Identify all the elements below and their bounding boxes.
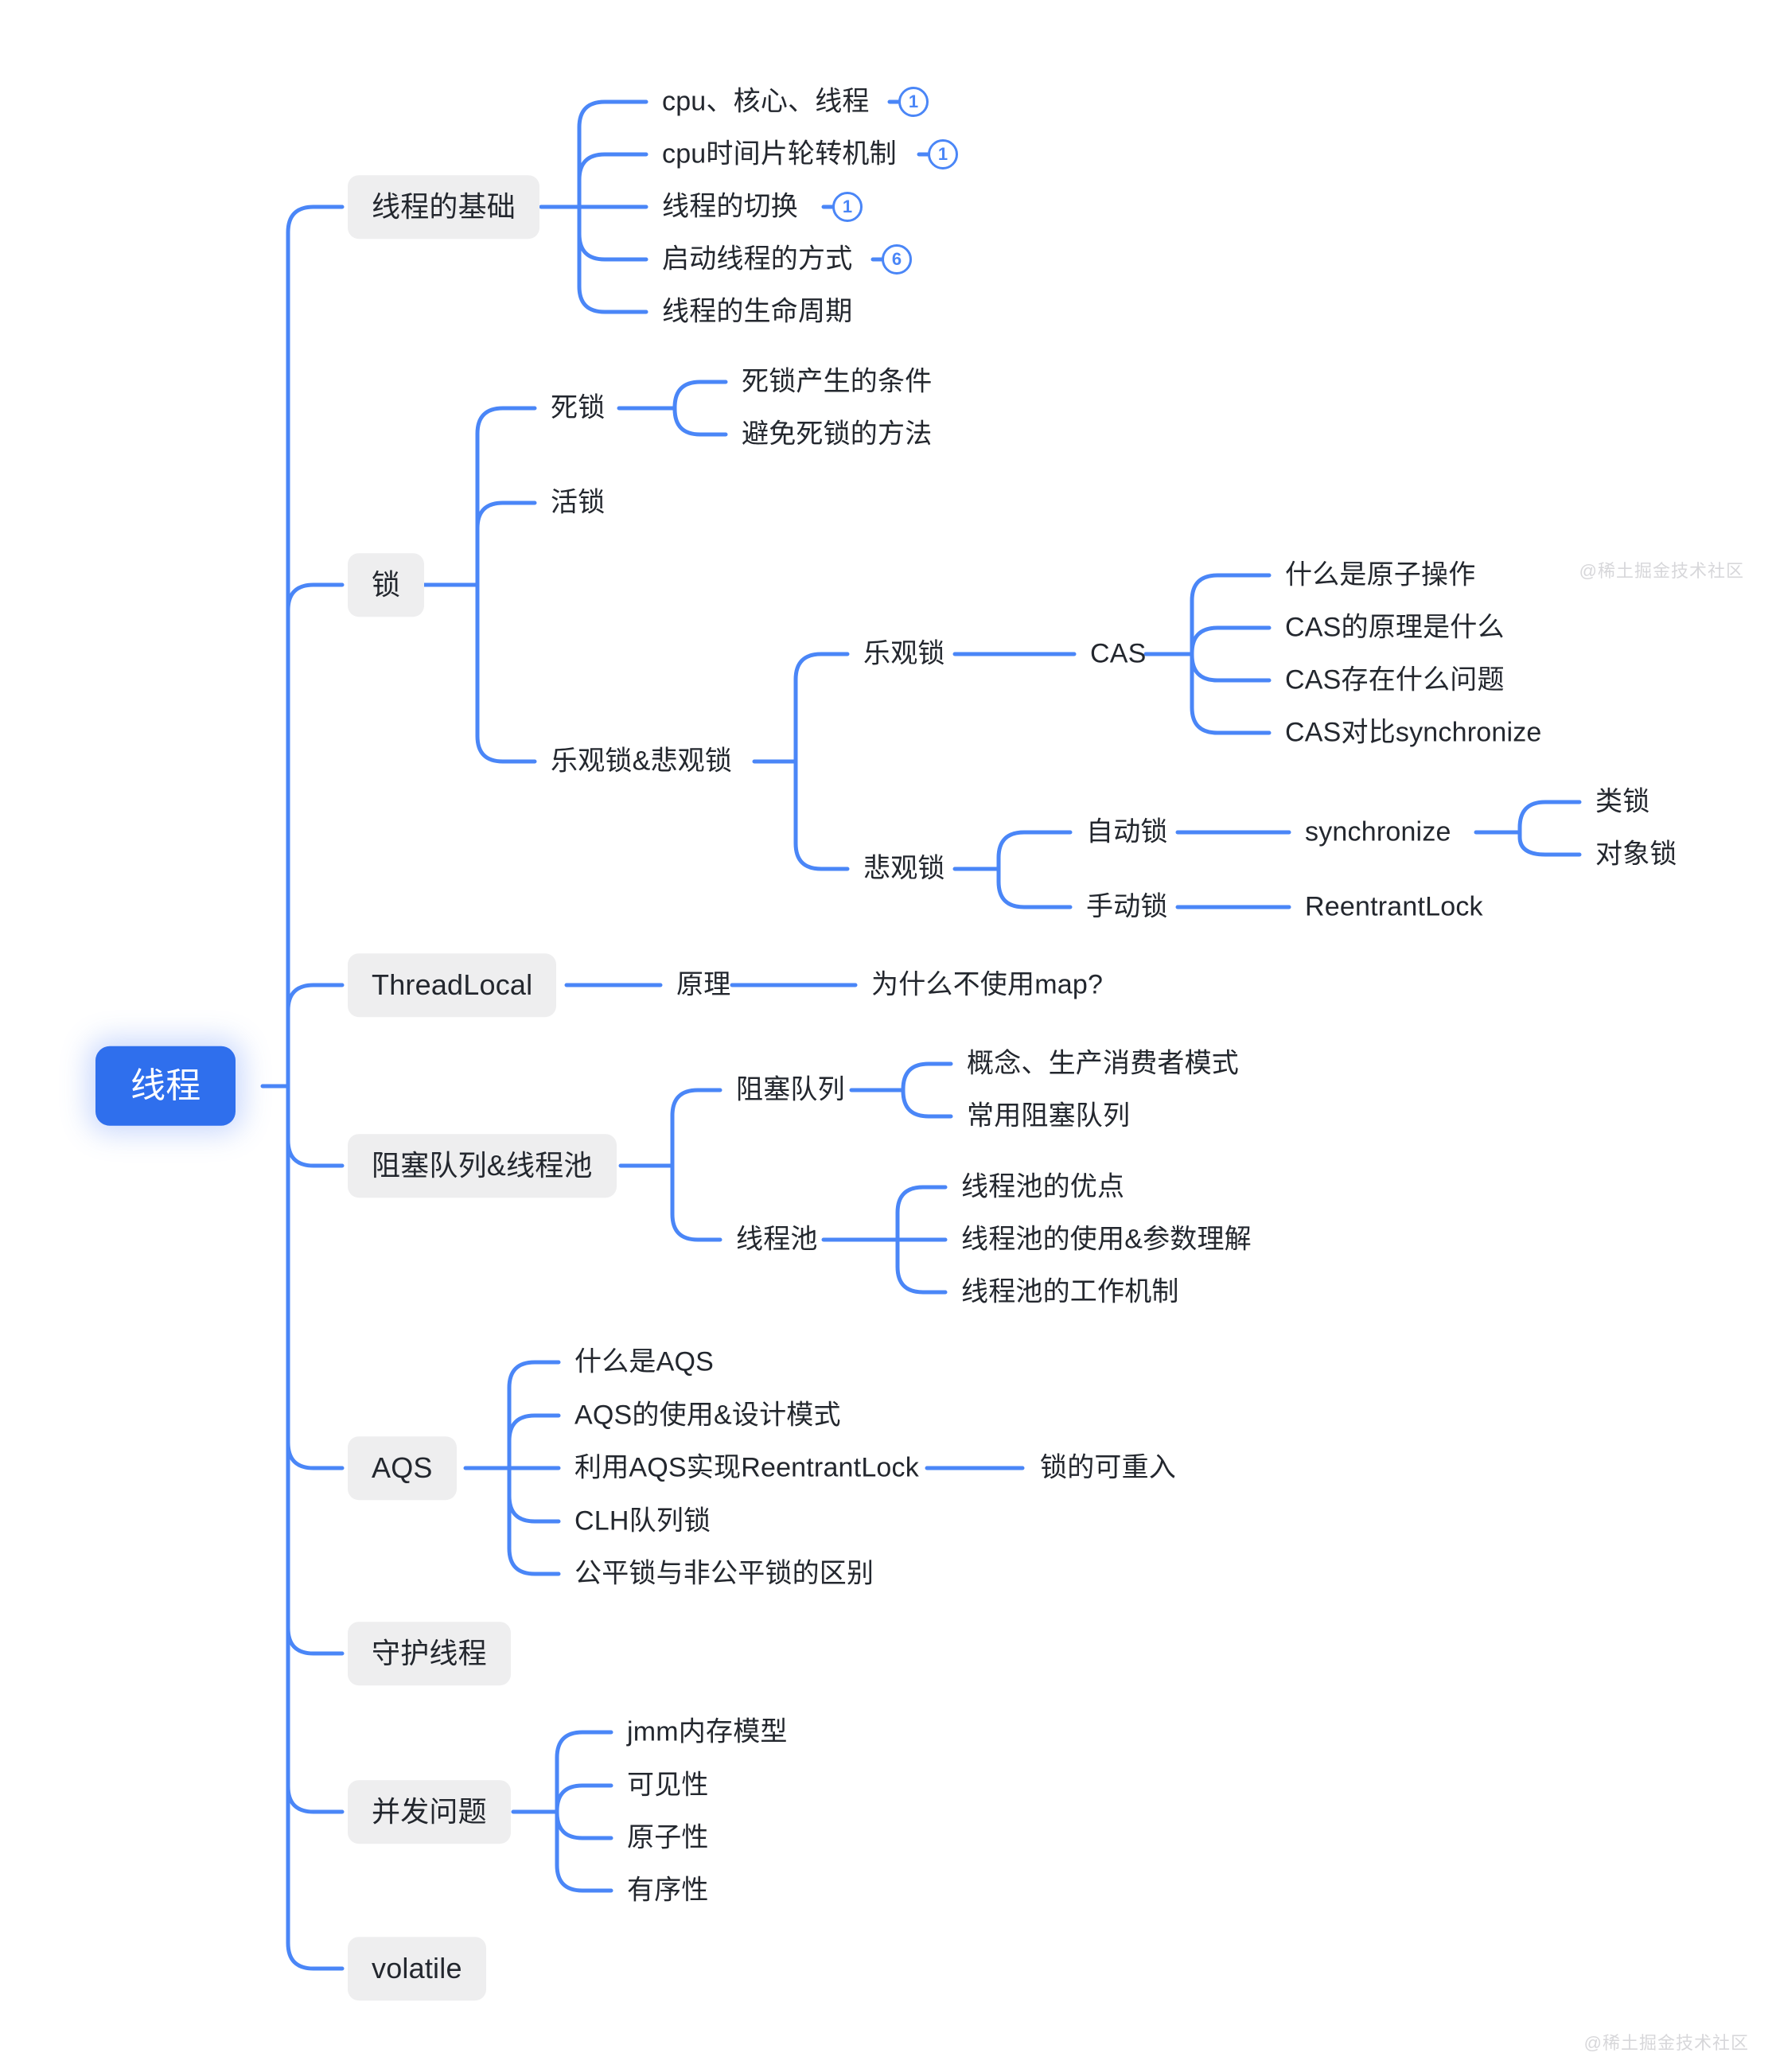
- mindmap-node-b4c2c0[interactable]: 锁的可重入: [1040, 1452, 1176, 1483]
- count-badge-badge-3: 6: [882, 244, 912, 275]
- mindmap-node-sync1[interactable]: 对象锁: [1595, 839, 1677, 870]
- mindmap-node-b3c1c1[interactable]: 线程池的使用&参数理解: [961, 1224, 1252, 1255]
- mindmap-node-b0c3[interactable]: 启动线程的方式: [662, 243, 853, 275]
- mindmap-node-cas3[interactable]: CAS对比synchronize: [1285, 717, 1542, 748]
- mindmap-node-b6c0[interactable]: jmm内存模型: [627, 1716, 788, 1747]
- mindmap-node-b1c2c1[interactable]: 悲观锁: [863, 853, 945, 884]
- mindmap-node-b6c1[interactable]: 可见性: [627, 1770, 709, 1801]
- mindmap-node-b0c1[interactable]: cpu时间片轮转机制: [662, 138, 897, 169]
- mindmap-node-b4c2[interactable]: 利用AQS实现ReentrantLock: [574, 1452, 919, 1483]
- mindmap-node-b1c1[interactable]: 活锁: [551, 487, 606, 518]
- mindmap-node-manual[interactable]: 手动锁: [1086, 891, 1168, 922]
- count-badge-badge-0: 1: [898, 87, 929, 117]
- mindmap-node-b4c0[interactable]: 什么是AQS: [574, 1346, 715, 1377]
- mindmap-node-b1c0c1[interactable]: 避免死锁的方法: [742, 419, 933, 450]
- mindmap-node-b4[interactable]: AQS: [348, 1436, 457, 1500]
- mindmap-node-sync0[interactable]: 类锁: [1595, 786, 1650, 817]
- mindmap-node-b6c3[interactable]: 有序性: [627, 1875, 709, 1906]
- mindmap-node-b0[interactable]: 线程的基础: [348, 175, 540, 239]
- mindmap-node-cas2[interactable]: CAS存在什么问题: [1285, 664, 1505, 695]
- mindmap-node-b3[interactable]: 阻塞队列&线程池: [348, 1134, 617, 1198]
- mindmap-node-reentrant[interactable]: ReentrantLock: [1305, 891, 1483, 922]
- mindmap-node-b1[interactable]: 锁: [348, 553, 425, 617]
- mindmap-node-b1c0c0[interactable]: 死锁产生的条件: [742, 366, 933, 397]
- watermark-middle: @稀土掘金技术社区: [1579, 561, 1744, 581]
- mindmap-node-b1c0[interactable]: 死锁: [551, 392, 606, 423]
- mindmap-node-b5[interactable]: 守护线程: [348, 1622, 511, 1685]
- mindmap-node-b7[interactable]: volatile: [348, 1937, 486, 2000]
- mindmap-node-b6[interactable]: 并发问题: [348, 1780, 511, 1844]
- mindmap-node-b3c1c0[interactable]: 线程池的优点: [961, 1171, 1125, 1202]
- count-badge-badge-2: 1: [832, 192, 863, 222]
- mindmap-node-b3c0c0[interactable]: 概念、生产消费者模式: [967, 1048, 1239, 1079]
- mindmap-node-cas1[interactable]: CAS的原理是什么: [1285, 612, 1505, 643]
- mindmap-node-b4c3[interactable]: CLH队列锁: [574, 1505, 711, 1536]
- count-badge-badge-1: 1: [928, 139, 958, 169]
- mindmap-node-b3c1[interactable]: 线程池: [736, 1224, 818, 1255]
- mindmap-node-b3c0[interactable]: 阻塞队列: [736, 1074, 845, 1105]
- mindmap-node-cas[interactable]: CAS: [1090, 638, 1147, 669]
- mindmap-node-b6c2[interactable]: 原子性: [627, 1822, 709, 1853]
- mindmap-node-b2c0[interactable]: 原理: [676, 969, 731, 1000]
- mindmap-node-cas0[interactable]: 什么是原子操作: [1285, 559, 1476, 590]
- watermark-bottom: @稀土掘金技术社区: [1583, 2033, 1749, 2053]
- mindmap-node-b1c2[interactable]: 乐观锁&悲观锁: [551, 746, 733, 777]
- mindmap-node-b2[interactable]: ThreadLocal: [348, 953, 557, 1017]
- mindmap-node-b3c0c1[interactable]: 常用阻塞队列: [967, 1100, 1131, 1131]
- mindmap-node-root[interactable]: 线程: [95, 1046, 236, 1127]
- mindmap-node-b2c0c0[interactable]: 为什么不使用map?: [871, 969, 1104, 1000]
- mindmap-node-b3c1c2[interactable]: 线程池的工作机制: [961, 1276, 1179, 1307]
- mindmap-node-b0c0[interactable]: cpu、核心、线程: [662, 86, 870, 117]
- mindmap-node-auto[interactable]: 自动锁: [1086, 816, 1168, 847]
- mindmap-node-b0c2[interactable]: 线程的切换: [662, 191, 798, 222]
- mindmap-node-b0c4[interactable]: 线程的生命周期: [662, 296, 853, 327]
- mindmap-node-b4c1[interactable]: AQS的使用&设计模式: [574, 1400, 841, 1431]
- mindmap-node-b4c4[interactable]: 公平锁与非公平锁的区别: [574, 1558, 874, 1589]
- mindmap-node-sync[interactable]: synchronize: [1305, 816, 1451, 847]
- mindmap-node-b1c2c0[interactable]: 乐观锁: [863, 638, 945, 669]
